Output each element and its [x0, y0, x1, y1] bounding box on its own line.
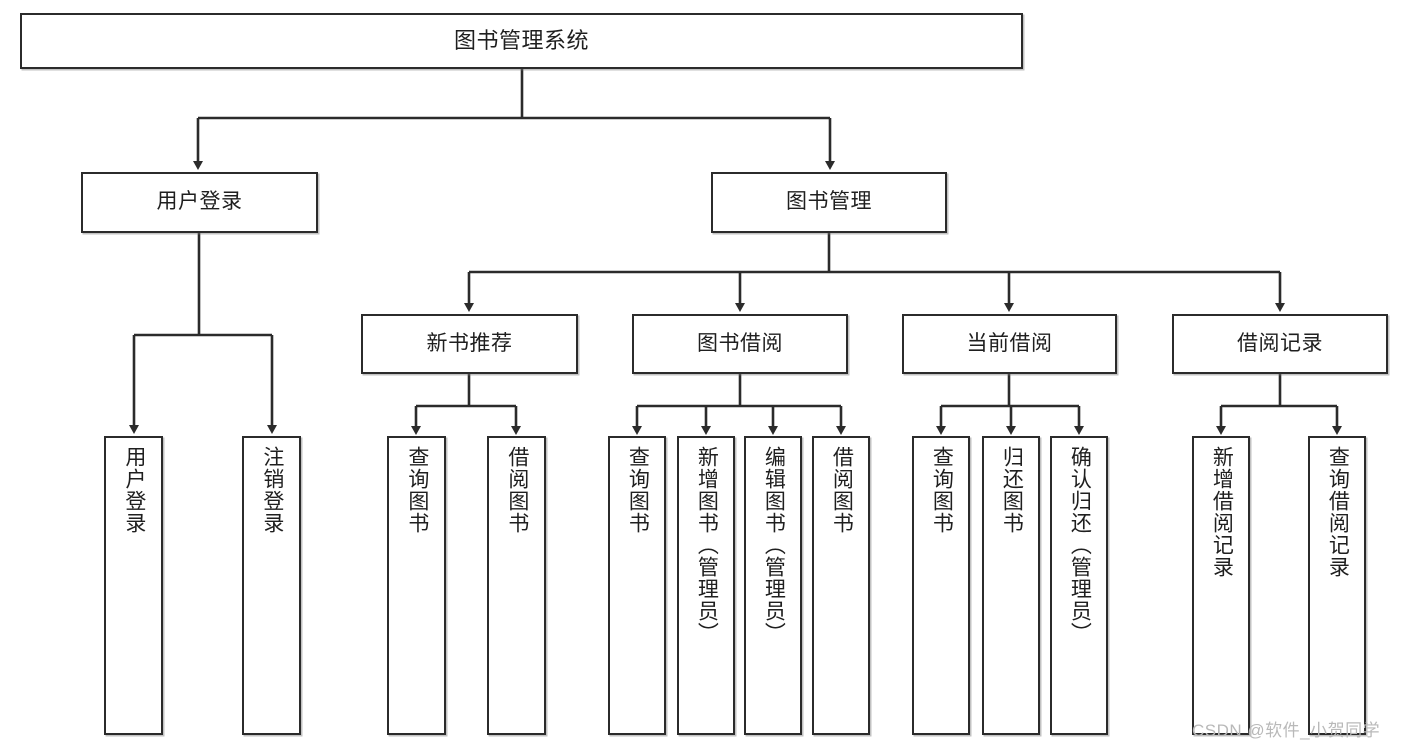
node-leaf-confirm-return-admin[interactable]: 确认归还（管理员）: [1050, 436, 1108, 735]
node-leaf-return-book[interactable]: 归还图书: [982, 436, 1040, 735]
node-new-book-rec[interactable]: 新书推荐: [361, 314, 578, 374]
node-leaf-query-book-bb-label: 查询图书: [626, 446, 650, 534]
node-leaf-query-borrow-record-label: 查询借阅记录: [1326, 446, 1350, 578]
node-leaf-borrow-book-bb-label: 借阅图书: [830, 446, 854, 534]
node-root[interactable]: 图书管理系统: [20, 13, 1023, 69]
node-leaf-query-book-rec-label: 查询图书: [405, 446, 429, 534]
node-borrow-record-label: 借阅记录: [1237, 331, 1323, 355]
node-leaf-add-book-admin-label: 新增图书（管理员）: [695, 446, 719, 644]
node-leaf-borrow-book-rec[interactable]: 借阅图书: [487, 436, 546, 735]
node-root-label: 图书管理系统: [453, 28, 589, 54]
node-borrow-record[interactable]: 借阅记录: [1172, 314, 1388, 374]
node-leaf-edit-book-admin-label: 编辑图书（管理员）: [762, 446, 786, 644]
node-leaf-user-login[interactable]: 用户登录: [104, 436, 163, 735]
node-leaf-add-borrow-record-label: 新增借阅记录: [1210, 446, 1234, 578]
node-leaf-user-login-label: 用户登录: [122, 446, 146, 534]
node-book-manage-label: 图书管理: [786, 190, 872, 214]
node-leaf-borrow-book-rec-label: 借阅图书: [505, 446, 529, 534]
node-leaf-confirm-return-admin-label: 确认归还（管理员）: [1068, 446, 1092, 644]
node-leaf-query-borrow-record[interactable]: 查询借阅记录: [1308, 436, 1366, 735]
csdn-watermark-text: CSDN @软件_小贺同学: [1192, 721, 1381, 740]
node-new-book-rec-label: 新书推荐: [426, 331, 513, 355]
node-leaf-query-book-cb-label: 查询图书: [930, 446, 954, 534]
node-leaf-add-book-admin[interactable]: 新增图书（管理员）: [677, 436, 735, 735]
node-book-borrow-label: 图书借阅: [697, 331, 783, 355]
node-book-manage[interactable]: 图书管理: [711, 172, 947, 233]
node-current-borrow-label: 当前借阅: [966, 331, 1053, 355]
node-leaf-query-book-bb[interactable]: 查询图书: [608, 436, 666, 735]
node-leaf-return-book-label: 归还图书: [1000, 446, 1024, 534]
node-current-borrow[interactable]: 当前借阅: [902, 314, 1117, 374]
node-leaf-add-borrow-record[interactable]: 新增借阅记录: [1192, 436, 1250, 735]
node-leaf-borrow-book-bb[interactable]: 借阅图书: [812, 436, 870, 735]
node-leaf-edit-book-admin[interactable]: 编辑图书（管理员）: [744, 436, 802, 735]
node-user-login[interactable]: 用户登录: [81, 172, 318, 233]
node-user-login-label: 用户登录: [156, 190, 243, 214]
node-leaf-query-book-cb[interactable]: 查询图书: [912, 436, 970, 735]
node-leaf-user-logout[interactable]: 注销登录: [242, 436, 301, 735]
node-leaf-query-book-rec[interactable]: 查询图书: [387, 436, 446, 735]
csdn-watermark: CSDN @软件_小贺同学: [1192, 716, 1380, 741]
node-leaf-user-logout-label: 注销登录: [260, 446, 284, 534]
node-book-borrow[interactable]: 图书借阅: [632, 314, 848, 374]
